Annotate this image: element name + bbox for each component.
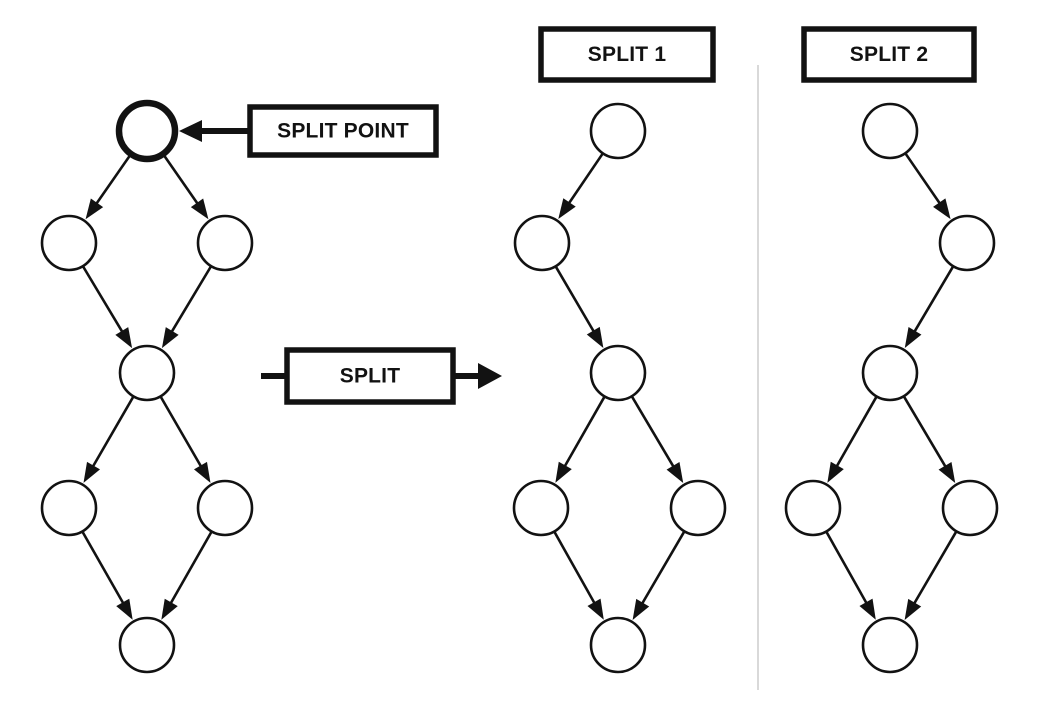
split-operation-connector [261, 363, 502, 389]
graph-edge [162, 154, 209, 220]
graph-node [669, 479, 727, 537]
split-point-connector [179, 120, 250, 142]
edge-line [825, 531, 870, 607]
edge-line [639, 531, 686, 607]
edge-line [159, 396, 204, 470]
edge-arrowhead [190, 198, 209, 220]
edge-arrowhead [938, 462, 956, 484]
edge-line [834, 396, 878, 470]
split-point-label-box: SPLIT POINT [247, 104, 439, 158]
edge-arrowhead [632, 598, 650, 620]
graph-edge [825, 531, 876, 620]
graph-edge [81, 531, 133, 620]
graph-edge [555, 266, 604, 348]
graph-edge [159, 396, 211, 483]
edge-arrowhead [904, 327, 922, 349]
edge-arrowhead [116, 598, 133, 620]
edge-line [90, 396, 135, 470]
edge-arrowhead [85, 198, 104, 220]
graph-node [40, 214, 98, 272]
graph-node [941, 479, 999, 537]
graph-node [861, 102, 919, 160]
edge-arrowhead [904, 598, 922, 620]
graph-node [513, 214, 571, 272]
graph-edge [558, 153, 604, 220]
split-1-heading: SPLIT 1 [588, 43, 667, 66]
graph-edge [161, 531, 213, 620]
graph-edge [904, 266, 954, 349]
edge-line [903, 396, 949, 470]
edge-line [555, 266, 597, 335]
edge-arrowhead [587, 598, 604, 620]
edge-arrowhead [161, 598, 178, 620]
split-point-label: SPLIT POINT [277, 120, 409, 143]
graph-node [938, 214, 996, 272]
graph-node [861, 344, 919, 402]
edge-line [553, 531, 598, 607]
edge-line [911, 266, 954, 335]
edge-line [168, 531, 213, 607]
graph-node [589, 616, 647, 674]
edge-arrowhead [586, 326, 604, 348]
graph-node [512, 479, 570, 537]
graph-edge [904, 153, 951, 220]
edge-arrowhead [555, 461, 572, 483]
graph-node [589, 344, 647, 402]
graph-node [196, 214, 254, 272]
graph-edge [555, 396, 606, 483]
graph-edge [82, 266, 133, 349]
split-2-heading: SPLIT 2 [850, 43, 928, 66]
edge-line [162, 154, 201, 207]
graph-node [589, 102, 647, 160]
edge-line [82, 266, 125, 336]
edge-line [93, 154, 132, 207]
split-1-heading-box: SPLIT 1 [538, 26, 716, 83]
edge-arrowhead [161, 327, 179, 349]
edge-line [81, 531, 126, 607]
edge-line [911, 531, 958, 607]
edge-line [631, 396, 677, 470]
graph-edge [631, 396, 684, 484]
edge-arrowhead [558, 198, 576, 220]
split-operation-label: SPLIT [340, 365, 401, 388]
edges-layer [81, 153, 958, 620]
graph-node [118, 344, 176, 402]
graph-edge [903, 396, 956, 484]
edge-arrowhead [933, 198, 951, 220]
edge-arrowhead [115, 327, 133, 349]
graph-edge [632, 531, 686, 620]
edge-arrowhead [193, 461, 211, 483]
graph-node [196, 479, 254, 537]
edge-line [566, 153, 604, 207]
graph-node [861, 616, 919, 674]
graph-edge [161, 266, 212, 349]
graph-node [118, 616, 176, 674]
split-point-node [115, 99, 179, 163]
graph-edge [904, 531, 958, 620]
edge-line [562, 396, 606, 470]
edge-line [169, 266, 212, 336]
edge-arrowhead [83, 461, 101, 483]
graph-edge [827, 396, 878, 483]
edge-line [904, 153, 943, 207]
graph-edge [85, 154, 132, 220]
nodes-layer [40, 99, 999, 674]
edge-arrowhead [827, 461, 844, 483]
graph-edge [83, 396, 135, 483]
graph-node [40, 479, 98, 537]
graph-edge [553, 531, 604, 620]
split-operation-label-box: SPLIT [284, 347, 456, 405]
split-2-heading-box: SPLIT 2 [801, 26, 977, 83]
graph-node [784, 479, 842, 537]
edge-arrowhead [859, 598, 876, 620]
edge-arrowhead [666, 462, 684, 484]
